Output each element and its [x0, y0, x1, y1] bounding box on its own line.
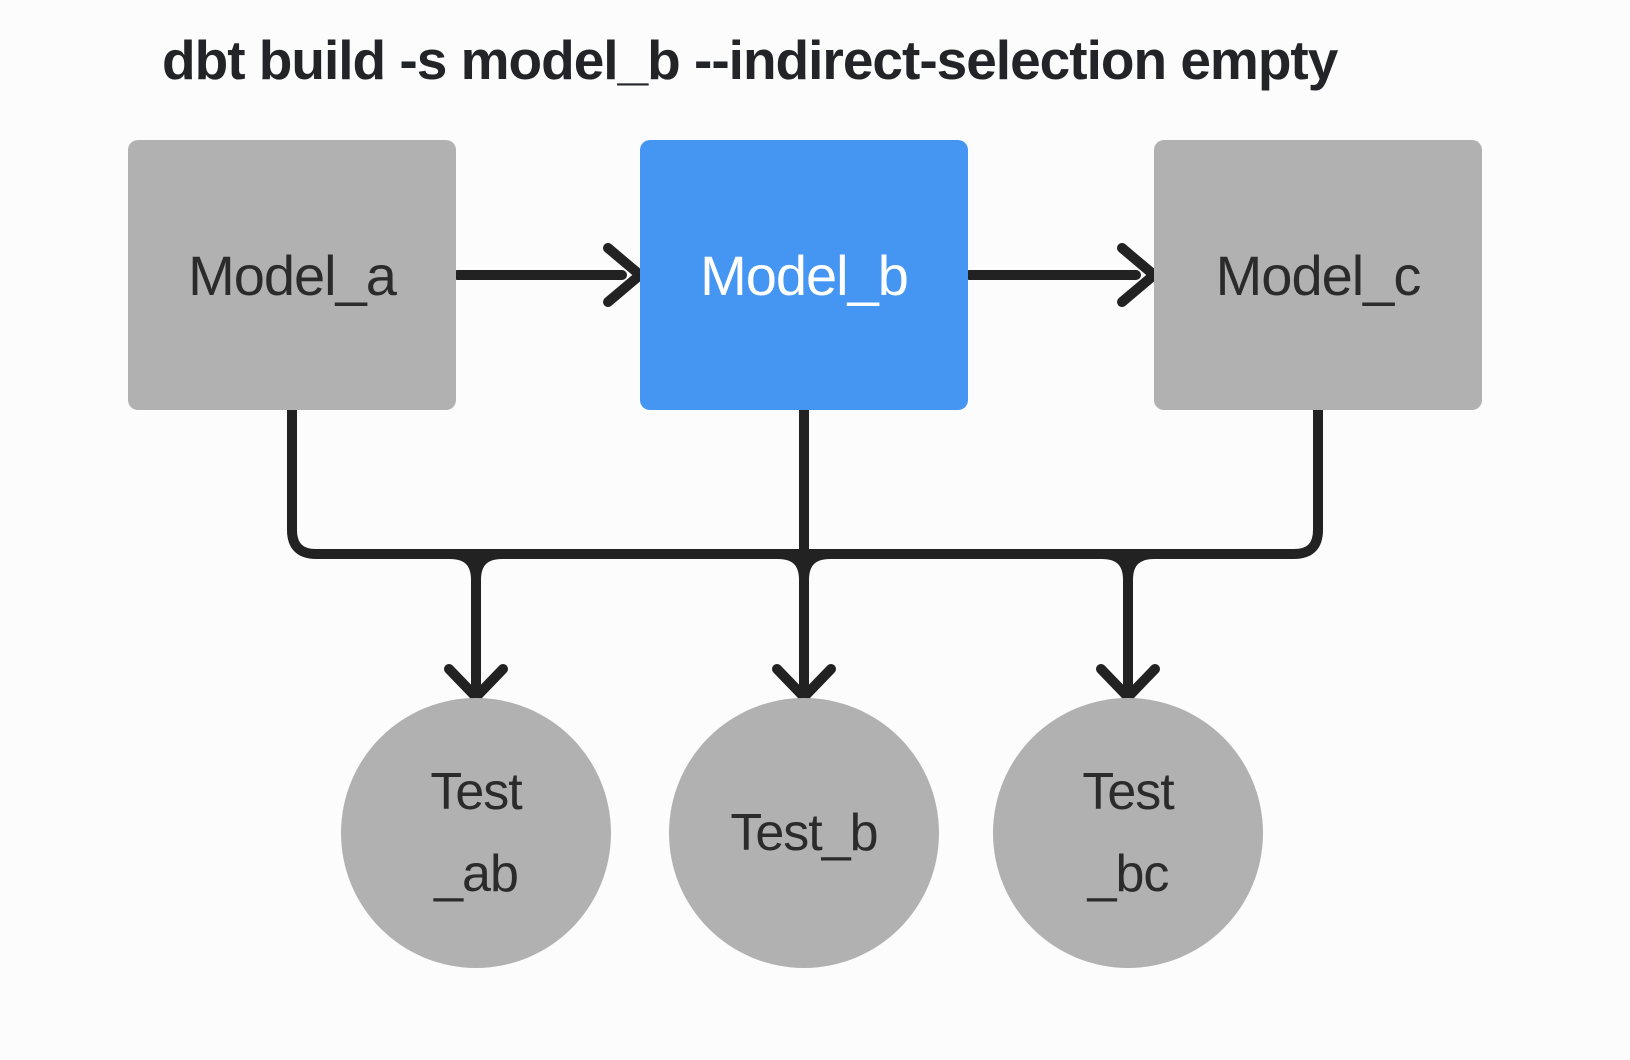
node-label: Model_a	[188, 243, 397, 307]
node-test-bc: Test _bc	[993, 698, 1263, 968]
diagram-title: dbt build -s model_b --indirect-selectio…	[162, 29, 1338, 91]
node-model-a: Model_a	[128, 140, 456, 410]
node-label: Model_c	[1215, 243, 1422, 307]
edge-model-b-to-model-c	[964, 243, 1159, 307]
node-label-line: Test_b	[730, 804, 878, 862]
edge-to-test-b	[772, 405, 836, 702]
arrow-down-icon	[444, 664, 508, 702]
node-test-b: Test_b	[669, 698, 939, 968]
node-label-line: _ab	[434, 845, 519, 903]
edge-to-test-ab	[444, 549, 508, 702]
node-test-ab: Test _ab	[341, 698, 611, 968]
node-model-b: Model_b	[640, 140, 968, 410]
arrow-down-icon	[772, 664, 836, 702]
edge-model-a-to-model-b	[452, 243, 645, 307]
node-label-line: Test	[1082, 763, 1174, 821]
node-label-line: Test	[430, 763, 522, 821]
node-model-c: Model_c	[1154, 140, 1482, 410]
arrow-down-icon	[1096, 664, 1160, 702]
edge-to-test-bc	[1096, 549, 1160, 702]
edge-fillet	[799, 549, 835, 585]
node-label-line: _bc	[1087, 845, 1170, 903]
node-label: Model_b	[700, 243, 909, 307]
